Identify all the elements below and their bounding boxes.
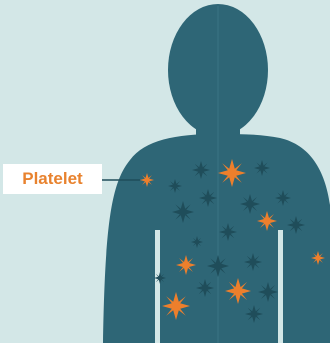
blood-cell	[258, 282, 278, 302]
platelet-label: Platelet	[22, 169, 82, 189]
blood-cell	[191, 236, 203, 248]
platelet-label-box: Platelet	[3, 164, 102, 194]
blood-cell	[168, 179, 182, 193]
platelet	[257, 211, 277, 231]
body-silhouette	[103, 4, 330, 343]
platelet	[140, 173, 154, 187]
blood-cell	[172, 201, 194, 223]
blood-cell	[240, 194, 260, 214]
platelet	[176, 255, 196, 275]
platelet	[311, 251, 325, 265]
